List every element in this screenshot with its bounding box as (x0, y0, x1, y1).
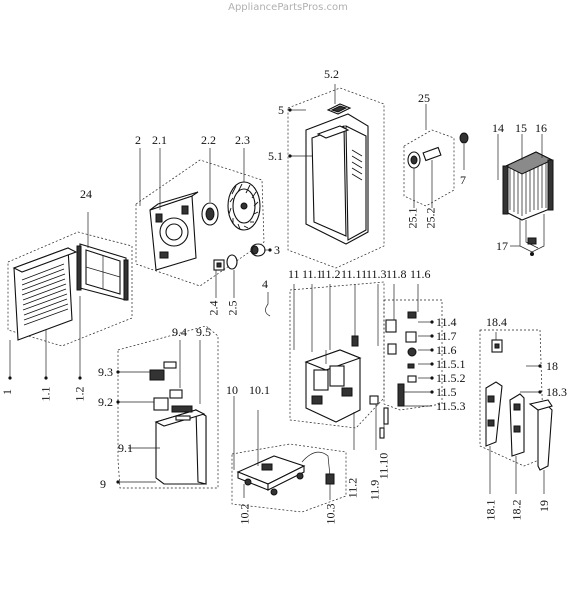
label-25-1: 25.1 (405, 207, 420, 229)
label-11-5-1: 11.5.1 (436, 357, 466, 371)
group-water-tank (289, 281, 443, 450)
label-19: 19 (537, 500, 551, 512)
label-18-2: 18.2 (509, 499, 524, 521)
label-11-1: 11.1 (302, 267, 323, 281)
group-knobs (403, 104, 469, 208)
label-2-4: 2.4 (206, 300, 221, 316)
label-11-4: 11.4 (436, 315, 457, 329)
control-panel-part[interactable] (154, 409, 207, 485)
capacitor-part[interactable] (213, 254, 238, 271)
label-9-2: 9.2 (98, 395, 113, 409)
group-rear-parts (479, 329, 553, 494)
capillary-part[interactable] (519, 214, 545, 256)
label-16: 16 (535, 121, 547, 135)
group-cabinet (287, 84, 385, 269)
label-24: 24 (80, 187, 92, 201)
side-bracket-part[interactable] (485, 381, 503, 447)
label-10: 10 (226, 383, 238, 397)
label-9-5: 9.5 (196, 325, 211, 339)
label-15: 15 (515, 121, 527, 135)
label-11: 11 (288, 267, 300, 281)
label-5: 5 (278, 103, 284, 117)
label-4: 4 (262, 277, 268, 291)
leader-dots (8, 108, 292, 380)
label-2-5: 2.5 (225, 300, 240, 316)
watermark-text: AppliancePartsPros.com (228, 2, 348, 13)
wire-part[interactable] (265, 292, 271, 317)
label-2-3: 2.3 (235, 133, 250, 147)
label-1-1: 1.1 (38, 386, 53, 402)
label-11-7: 11.7 (436, 329, 457, 343)
label-11-5: 11.5 (436, 385, 457, 399)
evaporator-coil-part[interactable] (502, 151, 554, 221)
label-9-3: 9.3 (98, 365, 113, 379)
label-1-2: 1.2 (72, 386, 87, 402)
label-1: 1 (0, 389, 14, 395)
fan-motor-part[interactable] (201, 202, 219, 226)
base-plate-part[interactable] (236, 455, 306, 496)
group-coil (497, 134, 554, 256)
label-10-2: 10.2 (237, 503, 252, 525)
label-3: 3 (274, 243, 280, 257)
label-2: 2 (135, 133, 141, 147)
label-11-10: 11.10 (376, 452, 391, 480)
rear-cabinet-part[interactable] (305, 113, 369, 245)
front-grille-part[interactable] (12, 247, 78, 341)
power-cord-part[interactable] (301, 451, 335, 485)
label-11-3: 11.3 (366, 267, 387, 281)
label-11-6a: 11.6 (410, 267, 431, 281)
label-7: 7 (460, 173, 466, 187)
label-9-4: 9.4 (172, 325, 187, 339)
label-11-8: 11.8 (386, 267, 407, 281)
clip-part[interactable] (491, 339, 503, 353)
knob-part[interactable] (407, 151, 421, 169)
caster-part[interactable] (250, 243, 266, 257)
label-11-5-2: 11.5.2 (436, 371, 466, 385)
label-5-2: 5.2 (324, 67, 339, 81)
group-front-panel (7, 212, 133, 378)
label-18-4: 18.4 (486, 315, 507, 329)
group-fan-assembly (135, 148, 271, 317)
filter-frame-part[interactable] (76, 243, 129, 301)
label-5-1: 5.1 (268, 149, 283, 163)
label-11-9: 11.9 (367, 479, 382, 501)
side-cover-part[interactable] (509, 393, 525, 457)
fan-housing-part[interactable] (149, 191, 199, 271)
label-18: 18 (546, 359, 558, 373)
label-2-2: 2.2 (201, 133, 216, 147)
label-10-3: 10.3 (323, 503, 338, 525)
group-base (231, 396, 347, 513)
label-9-1: 9.1 (118, 441, 133, 455)
label-14: 14 (492, 121, 504, 135)
label-9: 9 (100, 477, 106, 491)
water-tank-part[interactable] (304, 349, 362, 423)
display-board-part[interactable] (149, 361, 193, 421)
label-18-1: 18.1 (483, 499, 498, 521)
knob-shaft-part[interactable] (422, 146, 442, 162)
label-10-1: 10.1 (249, 383, 270, 397)
switch-components-part[interactable] (379, 311, 417, 439)
label-25-2: 25.2 (423, 207, 438, 229)
fan-wheel-part[interactable] (227, 181, 261, 231)
button-part[interactable] (459, 132, 469, 144)
label-17: 17 (496, 239, 508, 253)
label-25: 25 (418, 91, 430, 105)
group-control-panel (116, 325, 219, 489)
label-11-2a: 11.2 (320, 267, 341, 281)
rear-handle-part[interactable] (528, 399, 553, 471)
label-18-3: 18.3 (546, 385, 567, 399)
label-11-6b: 11.6 (436, 343, 457, 357)
label-11-2b: 11.2 (345, 477, 360, 499)
label-11-11: 11.11 (341, 267, 368, 281)
label-11-5-3: 11.5.3 (436, 399, 466, 413)
label-2-1: 2.1 (152, 133, 167, 147)
handle-part[interactable] (326, 103, 352, 115)
